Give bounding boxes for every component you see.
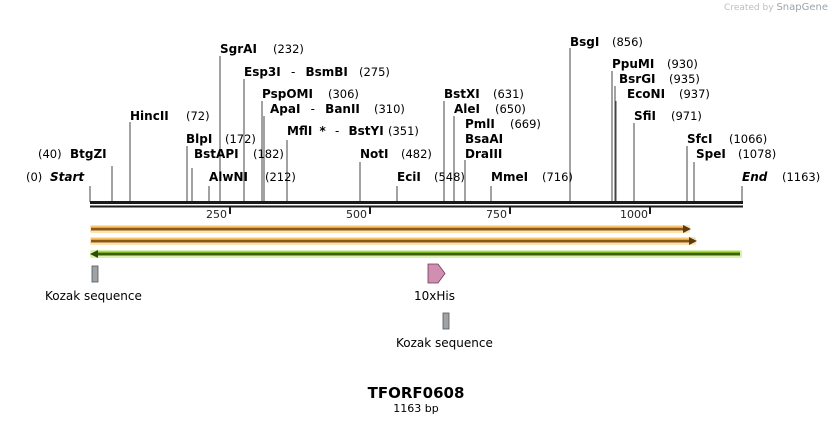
feature-label-kozak-2: Kozak sequence bbox=[396, 336, 493, 350]
kozak-sequence-marker[interactable] bbox=[442, 312, 450, 330]
enzyme-pos-sgrai: (232) bbox=[273, 42, 304, 56]
map-length: 1163 bp bbox=[393, 402, 438, 415]
map-title: TFORF0608 bbox=[368, 384, 465, 402]
enzyme-apai-name: ApaI bbox=[270, 102, 300, 116]
enzyme-pos-bstapi: (182) bbox=[253, 147, 284, 161]
enzyme-bsrgi[interactable]: BsrGI bbox=[619, 72, 656, 86]
cut-site-lines bbox=[89, 48, 743, 202]
his-tag-arrow[interactable] bbox=[427, 263, 446, 284]
enzyme-noti[interactable]: NotI bbox=[360, 147, 389, 161]
enzyme-mfli[interactable]: MflI * - BstYI bbox=[287, 124, 384, 138]
ruler-ticks bbox=[229, 207, 651, 214]
end-label: End bbox=[742, 170, 768, 184]
snapgene-logo: SnapGene bbox=[776, 2, 828, 13]
enzyme-alwni[interactable]: AlwNI bbox=[209, 170, 248, 184]
tick-label-500: 500 bbox=[346, 208, 367, 221]
start-label: Start bbox=[50, 170, 85, 184]
dna-backbone bbox=[90, 201, 743, 208]
enzyme-pos-alwni: (212) bbox=[265, 170, 296, 184]
enzyme-mmei[interactable]: MmeI bbox=[491, 170, 528, 184]
enzyme-pspomi[interactable]: PspOMI bbox=[262, 87, 313, 101]
enzyme-pos-sfii: (971) bbox=[671, 109, 702, 123]
tick-label-750: 750 bbox=[486, 208, 507, 221]
enzyme-pos-bsgi: (856) bbox=[612, 35, 643, 49]
tick-label-250: 250 bbox=[206, 208, 227, 221]
orf-arrow-forward-1[interactable] bbox=[90, 225, 691, 233]
enzyme-blpi[interactable]: BlpI bbox=[186, 132, 212, 146]
enzyme-sgrai[interactable]: SgrAI bbox=[220, 42, 257, 56]
enzyme-pos-btgzi: (40) bbox=[38, 147, 62, 161]
end-pos: (1163) bbox=[782, 170, 820, 184]
feature-label-10xhis: 10xHis bbox=[414, 289, 455, 303]
enzyme-hincii[interactable]: HincII bbox=[130, 109, 169, 123]
enzyme-bstyi-name: BstYI bbox=[349, 124, 384, 138]
credit-text: Created by bbox=[724, 3, 774, 13]
enzyme-pos-bstxi: (631) bbox=[493, 87, 524, 101]
enzyme-sfii[interactable]: SfiI bbox=[634, 109, 656, 123]
enzyme-spei[interactable]: SpeI bbox=[696, 147, 726, 161]
enzyme-ppumi[interactable]: PpuMI bbox=[612, 57, 654, 71]
enzyme-esp3i[interactable]: Esp3I - BsmBI bbox=[244, 65, 348, 79]
enzyme-esp3i-name: Esp3I bbox=[244, 65, 281, 79]
enzyme-ecii[interactable]: EciI bbox=[397, 170, 421, 184]
enzyme-bsgi[interactable]: BsgI bbox=[570, 35, 599, 49]
enzyme-pos-alei: (650) bbox=[495, 102, 526, 116]
kozak-sequence-marker[interactable] bbox=[91, 265, 99, 283]
enzyme-pos-hincii: (72) bbox=[186, 109, 210, 123]
enzyme-pos-ppumi: (930) bbox=[667, 57, 698, 71]
enzyme-pos-mfli: (351) bbox=[388, 124, 419, 138]
enzyme-pos-sfci: (1066) bbox=[729, 132, 767, 146]
enzyme-btgzi[interactable]: BtgZI bbox=[70, 147, 107, 161]
enzyme-mfli-star: * bbox=[320, 124, 327, 138]
enzyme-bsaai[interactable]: BsaAI bbox=[465, 132, 503, 146]
enzyme-econi[interactable]: EcoNI bbox=[627, 87, 665, 101]
enzyme-pos-apai: (310) bbox=[374, 102, 405, 116]
enzyme-pos-noti: (482) bbox=[401, 147, 432, 161]
orf-arrow-forward-2[interactable] bbox=[90, 237, 697, 245]
enzyme-pos-bsrgi: (935) bbox=[669, 72, 700, 86]
orf-arrow-reverse[interactable] bbox=[90, 250, 742, 258]
enzyme-sfci[interactable]: SfcI bbox=[687, 132, 712, 146]
enzyme-separator: - bbox=[291, 65, 295, 79]
enzyme-pos-ecii: (548) bbox=[434, 170, 465, 184]
enzyme-apai[interactable]: ApaI - BanII bbox=[270, 102, 360, 116]
enzyme-pos-blpi: (172) bbox=[225, 132, 256, 146]
enzyme-bstapi[interactable]: BstAPI bbox=[194, 147, 239, 161]
feature-label-kozak-1: Kozak sequence bbox=[45, 289, 142, 303]
snapgene-credit: Created by SnapGene bbox=[724, 2, 828, 13]
enzyme-bstxi[interactable]: BstXI bbox=[444, 87, 480, 101]
enzyme-pos-mmei: (716) bbox=[542, 170, 573, 184]
enzyme-banii-name: BanII bbox=[325, 102, 360, 116]
enzyme-bsmbi-name: BsmBI bbox=[305, 65, 347, 79]
enzyme-pos-spei: (1078) bbox=[738, 147, 776, 161]
enzyme-pos-pspomi: (306) bbox=[328, 87, 359, 101]
enzyme-pos-pmli: (669) bbox=[510, 117, 541, 131]
start-pos: (0) bbox=[26, 170, 42, 184]
enzyme-pmli[interactable]: PmlI bbox=[465, 117, 495, 131]
enzyme-draiii[interactable]: DraIII bbox=[465, 147, 502, 161]
enzyme-separator: - bbox=[335, 124, 339, 138]
enzyme-alei[interactable]: AleI bbox=[454, 102, 480, 116]
enzyme-separator: - bbox=[311, 102, 315, 116]
enzyme-pos-esp3i: (275) bbox=[359, 65, 390, 79]
enzyme-pos-econi: (937) bbox=[679, 87, 710, 101]
tick-label-1000: 1000 bbox=[620, 208, 648, 221]
enzyme-mfli-name: MflI bbox=[287, 124, 312, 138]
